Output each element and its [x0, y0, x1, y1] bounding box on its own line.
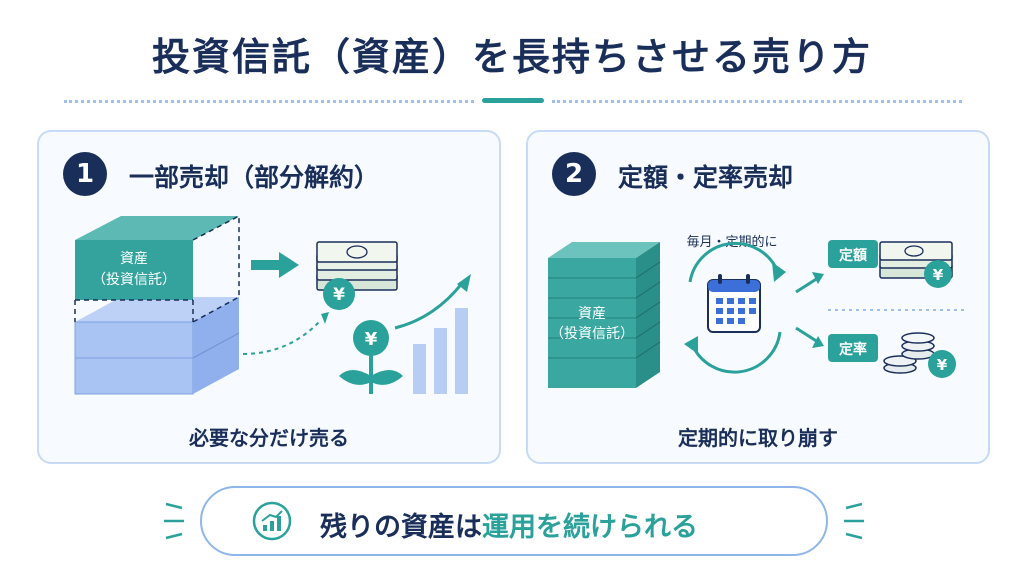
yen-symbol-1: ¥: [333, 285, 345, 305]
sell-arrow-icon: [251, 252, 299, 278]
asset-label-1-line1: 資産: [120, 251, 148, 267]
summary-text-part1: 残りの資産は: [320, 512, 482, 543]
tag-fixed-rate-label: 定率: [839, 341, 867, 358]
asset-label-1-line2: （投資信託）: [92, 272, 176, 288]
summary-text: 残りの資産は運用を続けられる: [320, 505, 698, 544]
tag-fixed-rate: [828, 334, 878, 362]
sparkle-right-icon: [844, 502, 864, 540]
partial-sale-illustration: 資産 （投資信託） ¥ ¥: [74, 214, 471, 395]
dashed-flow-arrow-icon: [242, 319, 322, 355]
yen-symbol-3: ¥: [937, 356, 948, 374]
panel-periodic-sale: 2 定額・定率売却 資産 （投資信託） 毎月・定期的に: [526, 130, 990, 464]
asset-label-2-line1: 資産: [578, 306, 606, 322]
summary-banner: 残りの資産は運用を続けられる: [200, 486, 828, 556]
growth-bars-icon: [413, 308, 468, 394]
panel-1-title: 一部売却（部分解約）: [129, 163, 380, 192]
panel-2-title: 定額・定率売却: [618, 163, 794, 192]
title-divider-right: [552, 100, 962, 103]
growth-chart-icon: [252, 501, 292, 541]
title-divider-accent: [482, 98, 544, 103]
tag-fixed-amount-label: 定額: [839, 247, 867, 264]
arrow-to-fixed-amount-icon: [795, 276, 819, 294]
yen-coin-icon-2: [924, 260, 952, 288]
arrow-to-fixed-rate-icon: [795, 326, 819, 344]
summary-text-part2: 運用を続けられる: [482, 512, 698, 543]
periodic-sale-illustration: 資産 （投資信託） 毎月・定期的に: [548, 234, 968, 388]
growing-plant-icon: [339, 320, 403, 394]
growth-trend-arrow-icon: [394, 281, 465, 330]
asset-stack-teal: [548, 242, 661, 388]
panel-partial-sale: 1 一部売却（部分解約） 資産 （投資信託）: [37, 130, 501, 464]
yen-symbol-2: ¥: [933, 266, 944, 284]
cycle-arrows-icon: [684, 241, 786, 374]
sparkle-left-icon: [164, 502, 184, 540]
panel-2-caption: 定期的に取り崩す: [678, 426, 838, 450]
asset-label-2-line2: （投資信託）: [550, 326, 634, 342]
tag-fixed-amount: [828, 240, 878, 268]
yen-symbol-plant: ¥: [365, 329, 378, 350]
asset-sold-portion: [74, 214, 240, 323]
page-title: 投資信託（資産）を長持ちさせる売り方: [151, 35, 872, 79]
title-divider-left: [64, 100, 474, 103]
panel-1-caption: 必要な分だけ売る: [189, 426, 349, 450]
yen-coin-icon: [323, 278, 355, 310]
asset-stack-lower: [74, 297, 240, 395]
step-number-1: 1: [63, 152, 107, 196]
coin-stack-icon: [883, 332, 935, 374]
calendar-icon: [707, 274, 761, 333]
step-number-2: 2: [552, 152, 596, 196]
yen-coin-icon-3: [928, 350, 956, 378]
